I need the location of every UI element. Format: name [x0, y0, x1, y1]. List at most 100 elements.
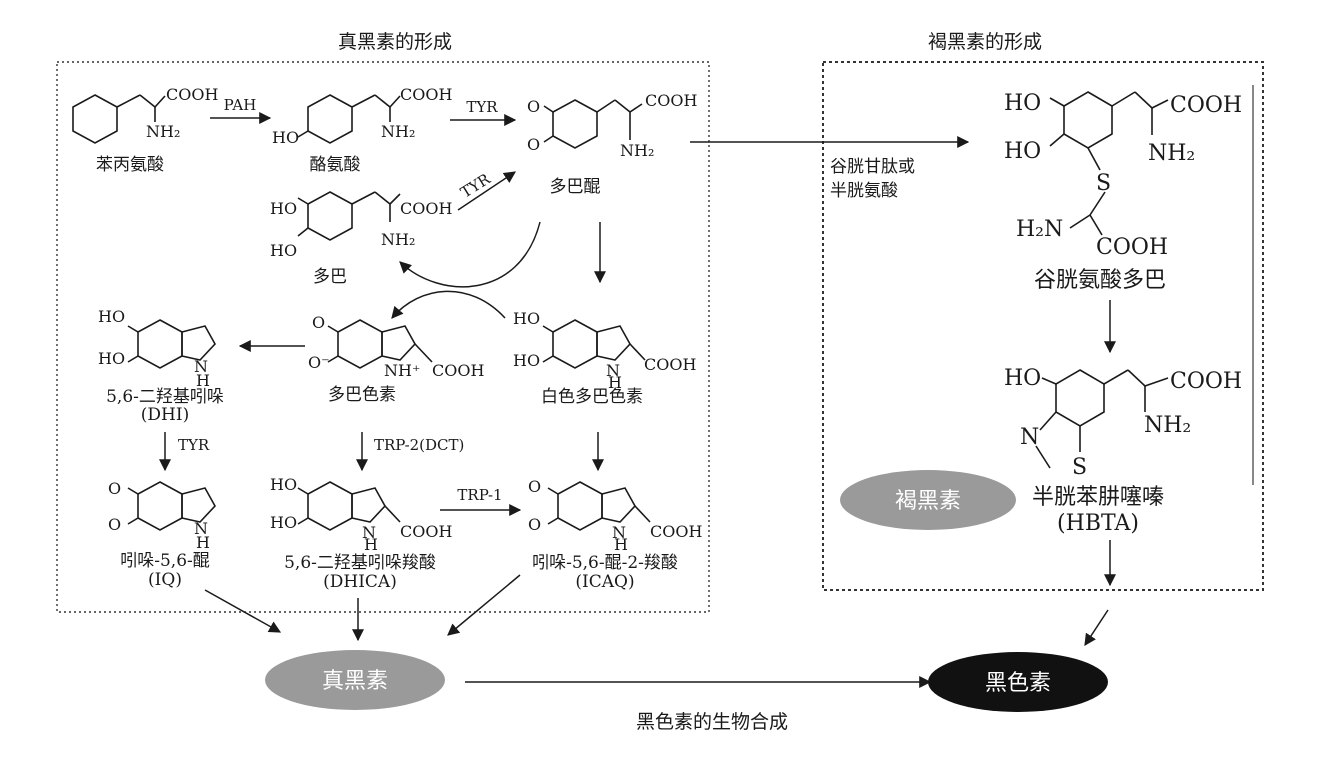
svg-text:COOH: COOH [1170, 93, 1242, 118]
svg-text:H: H [614, 535, 628, 554]
svg-text:H: H [608, 373, 622, 392]
dhi-name-label: 5,6-二羟基吲哚 [106, 387, 224, 407]
svg-text:HO: HO [270, 199, 297, 218]
svg-text:NH₂: NH₂ [620, 141, 654, 160]
iq-structure: O O N H [108, 479, 216, 552]
svg-text:NH⁺: NH⁺ [384, 361, 420, 380]
svg-text:COOH: COOH [1170, 369, 1242, 394]
dhica-structure: HO HO N H COOH [270, 475, 452, 554]
eumelanin-ellipse [265, 650, 445, 710]
svg-text:O: O [527, 135, 540, 154]
svg-text:HO: HO [98, 349, 125, 368]
to-dopachrome-arrow [391, 290, 506, 319]
icaq-abbr-label: (ICAQ) [575, 572, 634, 592]
glutathionyldopa-label: 谷胱氨酸多巴 [1034, 268, 1166, 293]
icaq-to-eumelanin-arrow [447, 574, 521, 636]
tyr-enzyme-label-1: TYR [466, 98, 498, 116]
svg-text:HO: HO [98, 307, 125, 326]
iq-to-eumelanin-arrow [204, 589, 282, 633]
dhi-structure: HO HO N H [98, 307, 216, 390]
svg-text:O: O [312, 313, 325, 332]
svg-text:HO: HO [513, 351, 540, 370]
svg-text:HO: HO [270, 513, 297, 532]
hbta-structure: HO COOH NH₂ N S [1004, 366, 1242, 480]
phenylalanine-label: 苯丙氨酸 [96, 155, 164, 175]
icaq-structure: O O N H COOH [528, 477, 702, 554]
pah-enzyme-label: PAH [224, 96, 257, 114]
svg-text:COOH: COOH [644, 355, 696, 374]
svg-text:N: N [606, 361, 620, 380]
svg-text:H: H [364, 535, 378, 554]
to-melanin-arrow [1084, 609, 1109, 647]
svg-text:HO: HO [1004, 366, 1041, 391]
dopachrome-structure: O O⁻ NH⁺ COOH [308, 313, 484, 380]
svg-text:HO: HO [1004, 91, 1041, 116]
svg-text:NH₂: NH₂ [381, 230, 415, 249]
eumelanin-section-title: 真黑素的形成 [338, 31, 452, 53]
svg-text:S: S [1096, 171, 1111, 196]
dhica-name-label: 5,6-二羟基吲哚羧酸 [284, 553, 436, 573]
svg-text:H: H [196, 533, 210, 552]
svg-text:O: O [108, 479, 121, 498]
reagent-line-2: 半胱氨酸 [830, 181, 898, 201]
trp2-enzyme-label: TRP-2(DCT) [374, 436, 464, 454]
eumelanin-label: 真黑素 [322, 669, 388, 694]
pheomelanin-box [822, 61, 1264, 591]
eumelanin-box [56, 61, 710, 613]
svg-text:O⁻: O⁻ [308, 353, 330, 372]
svg-text:HO: HO [513, 309, 540, 328]
svg-text:H: H [196, 371, 210, 390]
svg-text:COOH: COOH [645, 91, 697, 110]
svg-text:NH₂: NH₂ [381, 122, 415, 141]
svg-text:O: O [108, 515, 121, 534]
svg-text:O: O [528, 477, 541, 496]
dhi-abbr-label: (DHI) [141, 405, 189, 425]
pheomelanin-label: 褐黑素 [895, 489, 961, 514]
svg-text:COOH: COOH [650, 522, 702, 541]
glutathionyldopa-structure: HO HO COOH NH₂ S H₂N COOH [1004, 91, 1242, 260]
trp1-enzyme-label: TRP-1 [457, 486, 502, 504]
svg-text:COOH: COOH [400, 199, 452, 218]
leucodopachrome-label: 白色多巴色素 [541, 387, 643, 407]
hbta-abbr-label: (HBTA) [1057, 511, 1139, 536]
phenylalanine-structure: COOH NH₂ [72, 85, 218, 144]
tyr-enzyme-label-3: TYR [178, 436, 210, 454]
svg-text:COOH: COOH [432, 361, 484, 380]
iq-abbr-label: (IQ) [148, 570, 182, 590]
svg-text:N: N [194, 357, 208, 376]
reagent-line-1: 谷胱甘肽或 [830, 157, 915, 177]
svg-text:O: O [528, 515, 541, 534]
icaq-name-label: 吲哚-5,6-醌-2-羧酸 [532, 553, 678, 573]
dhica-abbr-label: (DHICA) [323, 572, 397, 592]
melanin-ellipse [928, 652, 1108, 712]
svg-text:COOH: COOH [166, 85, 218, 104]
svg-text:O: O [527, 97, 540, 116]
svg-text:NH₂: NH₂ [146, 122, 180, 141]
dopa-structure: HO HO COOH NH₂ [270, 191, 452, 260]
pheomelanin-section-title: 褐黑素的形成 [928, 31, 1042, 53]
svg-text:NH₂: NH₂ [1148, 141, 1195, 166]
svg-text:NH₂: NH₂ [1144, 413, 1191, 438]
dopa-label: 多巴 [313, 267, 347, 287]
reduce-to-dopa-arrow [399, 221, 541, 288]
melanin-label: 黑色素 [985, 671, 1051, 696]
svg-text:HO: HO [270, 475, 297, 494]
svg-text:COOH: COOH [1096, 235, 1168, 260]
dopachrome-label: 多巴色素 [328, 385, 396, 405]
iq-name-label: 吲哚-5,6-醌 [120, 551, 210, 571]
tyr-enzyme-label-2: TYR [457, 169, 494, 201]
svg-text:N: N [362, 523, 376, 542]
tyr-arrow-2 [457, 171, 516, 211]
svg-text:N: N [1020, 425, 1039, 450]
svg-text:COOH: COOH [400, 85, 452, 104]
svg-text:N: N [612, 523, 626, 542]
tyrosine-structure: COOH NH₂ HO [272, 85, 452, 147]
svg-text:HO: HO [270, 241, 297, 260]
svg-text:HO: HO [1004, 139, 1041, 164]
leucodopachrome-structure: HO HO N H COOH [513, 309, 696, 392]
svg-text:H₂N: H₂N [1016, 217, 1063, 242]
figure-caption: 黑色素的生物合成 [636, 711, 788, 733]
pheomelanin-ellipse [840, 470, 1016, 530]
tyrosine-label: 酪氨酸 [310, 155, 361, 175]
